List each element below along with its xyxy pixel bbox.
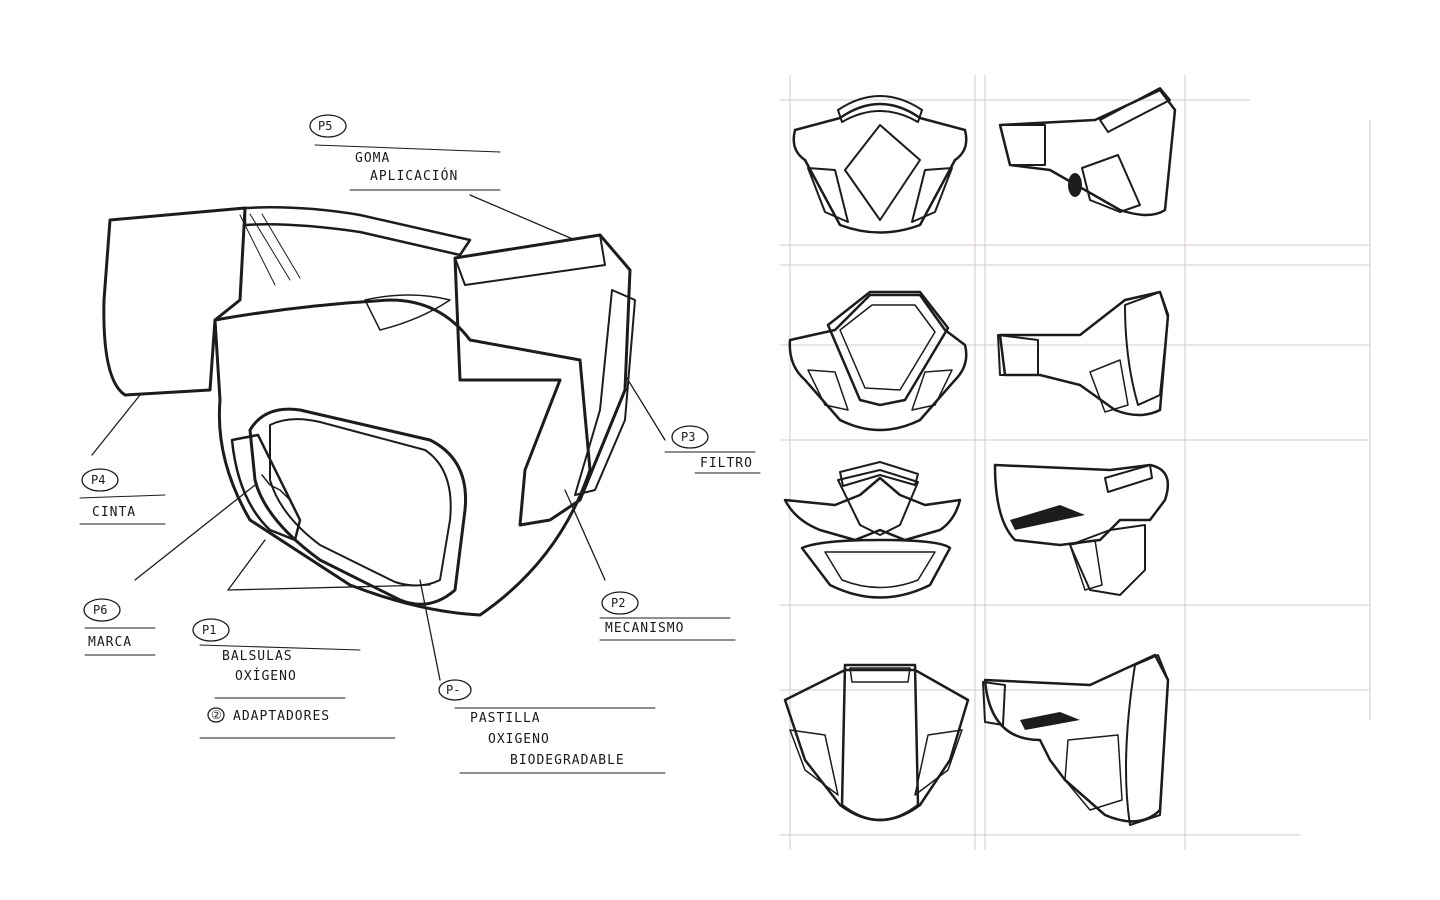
thumb-row1-side [998,87,1177,217]
right-strap [453,233,632,527]
thumbnail-grid-lines [780,75,1371,850]
callout-p3-tag: P3 [681,430,695,444]
callout-p7: P- PASTILLA OXIGENO BIODEGRADABLE [438,679,666,774]
callout-p2-line1: MECANISMO [605,621,684,636]
callout-p6: P6 MARCA [83,598,156,656]
callout-p4-line1: CINTA [92,505,136,520]
callout-p7-line3: BIODEGRADABLE [510,753,625,768]
callout-p3-line1: FILTRO [700,456,753,471]
callout-p2-tag: P2 [611,596,625,610]
callout-p1-tag: P1 [202,623,216,637]
callout-p1: P1 BALSULAS OXÍGENO [192,618,361,699]
thumb-row1-front [792,95,968,234]
thumb-row2-side [997,290,1170,417]
callout-p6-tag: P6 [93,603,107,617]
callout-p6-line1: MARCA [88,635,132,650]
callout-p2: P2 MECANISMO [599,591,736,641]
mask-shell [213,298,592,617]
callout-p4-tag: P4 [91,473,105,487]
callout-p5: P5 GOMA APLICACIÓN [309,114,501,191]
callout-p3: P3 FILTRO [664,425,761,474]
callout-p1-line2: OXÍGENO [235,668,297,684]
thumb-row3-front [783,461,962,599]
callout-p7-tag: P- [446,683,460,697]
adapters-note-text: ADAPTADORES [233,709,330,724]
adapters-note-tag: ② [211,708,222,722]
brand-tab [230,433,302,542]
callout-p7-line1: PASTILLA [470,711,541,726]
main-mask-drawing [102,206,636,617]
thumb-row4-front [783,663,970,822]
callout-p7-line2: OXIGENO [488,732,550,747]
thumb-row3-side [993,463,1170,596]
callout-leader-lines [91,194,666,681]
thumb-row2-front [788,290,968,432]
strap-left [102,206,247,397]
valve-panel [248,407,468,606]
adapters-note: ② ADAPTADORES [199,707,396,739]
callout-p5-line2: APLICACIÓN [370,168,458,184]
thumb-row4-side [982,653,1170,826]
callout-p1-line1: BALSULAS [222,649,293,664]
callout-p5-line1: GOMA [355,151,390,166]
callout-p5-tag: P5 [318,119,332,133]
callout-p4: P4 CINTA [79,468,166,525]
